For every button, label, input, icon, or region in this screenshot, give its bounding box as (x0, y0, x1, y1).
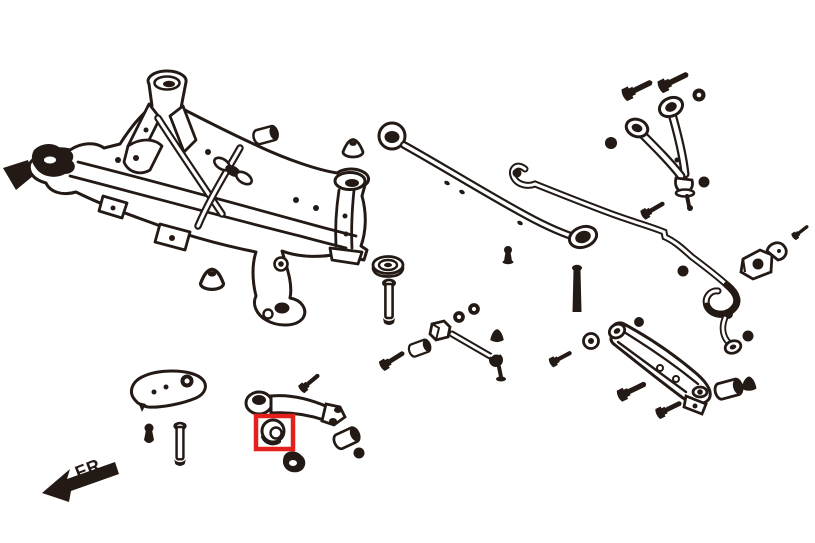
rear-stabilizer-bar (508, 162, 741, 318)
bolt (639, 198, 667, 221)
washer-grommet (371, 255, 405, 278)
nut (742, 330, 754, 342)
bolt (656, 67, 692, 94)
stabilizer-end-link (719, 309, 743, 355)
bushing (406, 337, 434, 359)
trailing-arm-bracket (130, 369, 207, 443)
bolt (790, 222, 811, 241)
bolt (615, 377, 649, 403)
toe-link (428, 319, 506, 382)
nut (698, 176, 710, 188)
bushing (330, 424, 364, 452)
rivet-bolt (502, 246, 514, 265)
bushing (250, 123, 281, 147)
long-bolt (380, 277, 398, 327)
nut (453, 311, 465, 323)
stabilizer-bushing-bracket (739, 241, 788, 281)
nut (604, 136, 618, 150)
mounting-hardware (172, 67, 811, 468)
fr-direction-arrow-icon (42, 462, 119, 502)
bolt (377, 347, 408, 372)
rear-lateral-rod (377, 121, 599, 250)
rear-lower-control-arm (607, 321, 712, 416)
nut (353, 447, 365, 459)
nut (692, 88, 706, 102)
cone-nut (341, 138, 365, 159)
bushing (712, 376, 746, 402)
nut (634, 317, 644, 327)
front-lateral-arm (244, 390, 347, 473)
rear-upper-control-arm (624, 95, 696, 211)
washer (582, 332, 600, 350)
cone-nut (490, 329, 504, 343)
nut (677, 265, 689, 277)
cone-nut (741, 376, 757, 391)
stud-bolt (572, 264, 582, 312)
nut (468, 303, 480, 315)
long-bolt (172, 420, 188, 468)
bolt (297, 370, 323, 394)
highlighted-arm-bushing (260, 418, 286, 446)
highlight-box (253, 413, 296, 452)
bolt (654, 397, 684, 420)
bolt (620, 75, 656, 102)
rear-subframe (3, 69, 371, 327)
bolt (547, 347, 574, 368)
subframe-cone-mount (198, 267, 226, 291)
